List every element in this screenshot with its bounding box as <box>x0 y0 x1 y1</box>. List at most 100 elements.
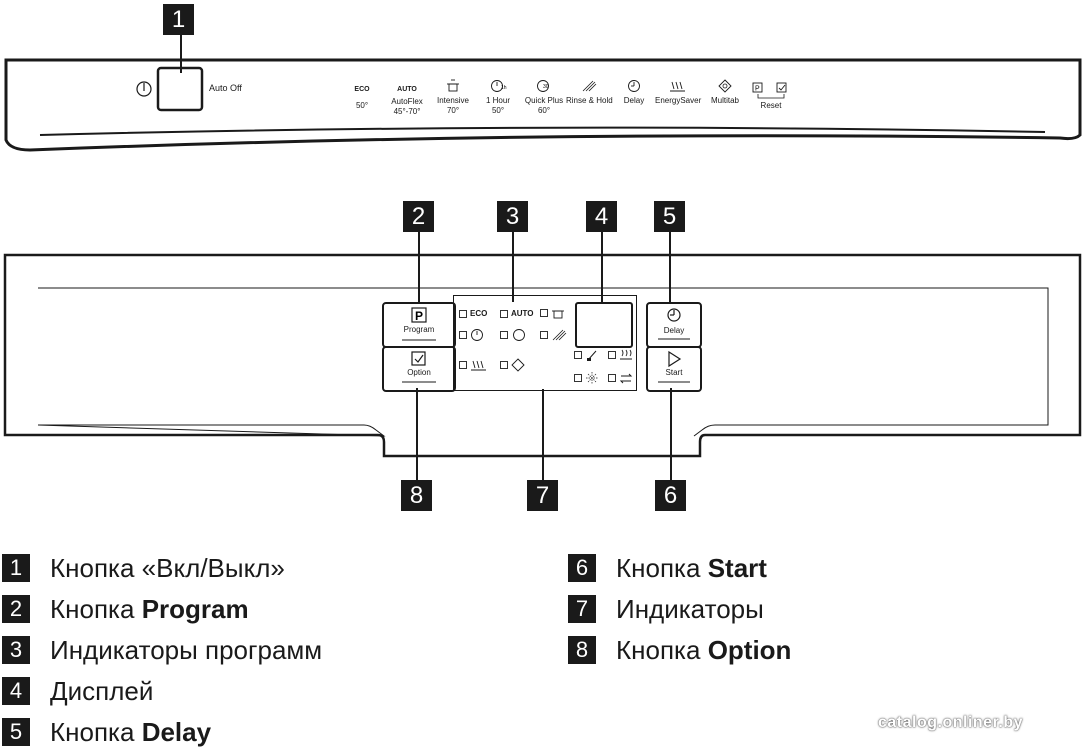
callout-1: 1 <box>163 4 194 35</box>
legend-num: 7 <box>568 595 596 623</box>
legend-num: 6 <box>568 554 596 582</box>
callout-8: 8 <box>401 480 432 511</box>
program-quick-plus[interactable]: 30 Quick Plus 60° <box>524 79 564 116</box>
callout-5: 5 <box>654 201 685 232</box>
svg-text:1h: 1h <box>501 85 507 91</box>
front-panel-outline <box>3 253 1082 458</box>
program-button-icon: P <box>402 307 436 341</box>
delay-icon <box>628 80 640 92</box>
quick-plus-icon <box>513 329 525 341</box>
indicator-1-hour <box>459 328 486 342</box>
legend-text: Дисплей <box>50 675 154 706</box>
energy-saver-icon <box>670 81 685 92</box>
one-hour-temp: 50° <box>491 106 505 115</box>
program-intensive[interactable]: Intensive 70° <box>433 79 473 116</box>
program-button-small-icon: P <box>752 80 764 98</box>
autoflex-label: AutoFlex <box>391 97 423 106</box>
legend-text: Кнопка Program <box>50 593 249 624</box>
legend-item-8: 8 Кнопка Option <box>568 635 791 665</box>
indicator-auto: AUTO <box>500 309 534 318</box>
legend-num: 5 <box>2 718 30 746</box>
legend-num: 8 <box>568 636 596 664</box>
legend-text: Кнопка Delay <box>50 716 212 747</box>
one-hour-icon <box>471 329 483 341</box>
indicator-panel: ECO AUTO <box>453 295 637 391</box>
quick-plus-label: Quick Plus <box>524 96 564 105</box>
indicator-salt <box>574 371 599 385</box>
callout-4-leader <box>601 232 603 302</box>
callout-7: 7 <box>527 480 558 511</box>
program-button-label: Program <box>403 325 435 334</box>
callout-7-leader <box>542 389 544 480</box>
indicator-rinse-hold <box>540 328 567 342</box>
option-energy-saver[interactable]: EnergySaver <box>655 79 701 106</box>
delay-button[interactable]: Delay <box>646 302 702 348</box>
svg-text:30: 30 <box>543 84 549 90</box>
legend-text: Кнопка Option <box>616 634 792 665</box>
power-icon <box>137 82 151 96</box>
svg-text:P: P <box>755 86 760 93</box>
delay-top-label: Delay <box>623 96 645 105</box>
power-button[interactable] <box>158 68 202 110</box>
callout-2-leader <box>418 232 420 306</box>
salt-icon <box>586 372 598 384</box>
callout-2: 2 <box>403 201 434 232</box>
legend-num: 1 <box>2 554 30 582</box>
energy-saver-label: EnergySaver <box>655 96 702 105</box>
svg-text:P: P <box>415 309 423 323</box>
program-rinse-hold[interactable]: Rinse & Hold <box>566 79 613 106</box>
intensive-temp: 70° <box>446 106 460 115</box>
one-hour-label: 1 Hour <box>485 96 510 105</box>
option-button[interactable]: Option <box>382 346 456 392</box>
quick-plus-temp: 60° <box>537 106 551 115</box>
legend-item-7: 7 Индикаторы <box>568 594 764 624</box>
indicator-quick-plus <box>500 328 529 342</box>
program-eco[interactable]: ECO 50° <box>348 85 376 111</box>
drying-icon <box>620 349 632 360</box>
indicator-rinse-aid <box>574 348 599 362</box>
rinse-hold-icon <box>582 80 597 92</box>
multitab-icon <box>718 79 732 93</box>
legend-num: 2 <box>2 595 30 623</box>
indicator-energy-saver <box>459 358 488 372</box>
program-1-hour[interactable]: 1h 1 Hour 50° <box>481 79 515 116</box>
legend-item-5: 5 Кнопка Delay <box>2 717 211 747</box>
rinse-hold-label: Rinse & Hold <box>566 96 613 105</box>
option-button-small-icon <box>776 80 788 98</box>
callout-6: 6 <box>655 480 686 511</box>
indicator-auto-label: AUTO <box>511 309 534 318</box>
play-icon <box>658 350 690 383</box>
callout-3: 3 <box>497 201 528 232</box>
rinse-aid-icon <box>587 350 597 361</box>
legend-num: 3 <box>2 636 30 664</box>
pot-icon <box>447 79 459 92</box>
indicator-multitab <box>500 358 525 372</box>
cycle-arrows-icon <box>619 373 633 384</box>
legend-text: Индикаторы <box>616 593 764 624</box>
eco-label: ECO <box>354 86 370 93</box>
watermark: catalog.onliner.by <box>878 714 1024 731</box>
indicator-eco: ECO <box>459 309 487 318</box>
callout-8-leader <box>416 388 418 480</box>
auto-off-label: Auto Off <box>209 83 242 93</box>
program-button[interactable]: P Program <box>382 302 456 348</box>
option-button-icon <box>402 351 436 383</box>
pot-icon <box>552 310 564 319</box>
multitab-icon <box>511 358 525 372</box>
legend-item-4: 4 Дисплей <box>2 676 153 706</box>
program-auto[interactable]: AUTO AutoFlex 45°-70° <box>388 85 426 117</box>
intensive-label: Intensive <box>436 96 470 105</box>
energy-saver-icon <box>471 360 486 371</box>
display-screen <box>575 302 633 348</box>
multitab-label: Multitab <box>710 96 739 105</box>
top-panel-outline <box>4 58 1082 152</box>
start-button[interactable]: Start <box>646 346 702 392</box>
legend-item-6: 6 Кнопка Start <box>568 553 767 583</box>
auto-label: AUTO <box>397 86 417 93</box>
callout-1-leader <box>180 35 182 73</box>
rinse-hold-icon <box>552 329 567 341</box>
eco-temp: 50° <box>355 101 369 110</box>
option-multitab[interactable]: Multitab <box>708 79 742 106</box>
legend-num: 4 <box>2 677 30 705</box>
reset-label: Reset <box>760 101 782 110</box>
